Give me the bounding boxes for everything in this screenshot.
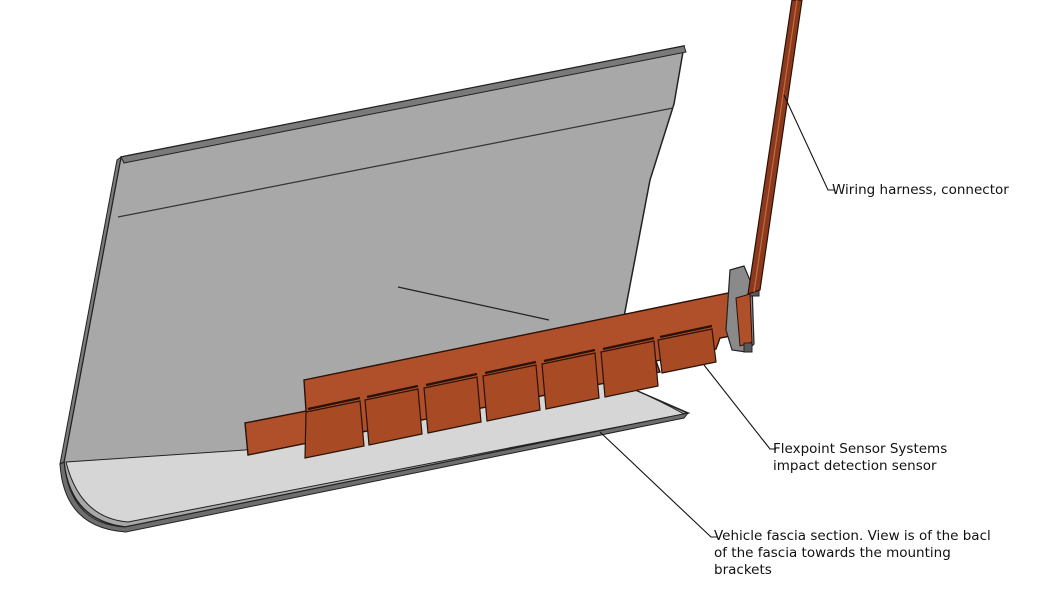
sensor-cell-gaps [307,324,713,411]
sensor-cell-gap [366,384,419,399]
fascia-callout: Vehicle fascia section. View is of the b… [714,528,991,579]
fascia-callout-line: of the fascia towards the mounting [714,545,951,561]
sensor-cell [541,352,600,410]
sensor-cell-gap [425,372,478,387]
fascia-crease-line [117,107,674,218]
fascia-top-rim [120,45,687,164]
connector-tab [743,342,753,353]
sensor-cell-gap [659,324,713,339]
sensor-cell-gap [307,396,361,411]
harness-callout-line: Wiring harness, connector [832,182,1009,198]
sensor-cell-gap [602,336,655,351]
sensor-callout-line: Flexpoint Sensor Systems [773,441,948,457]
sensor-cells [304,328,717,459]
wiring-harness-core [753,0,798,293]
fascia-left-edge [59,155,122,465]
sensor-cell-gap [543,348,596,363]
sensor-cell [600,340,659,398]
sensor-leader-line [703,364,776,450]
leader-lines [599,94,834,538]
fascia-leader-line [599,431,717,538]
fascia-callout-line: brackets [714,562,772,578]
sensor-callout: Flexpoint Sensor Systems impact detectio… [773,441,947,475]
sensor-cell [304,400,365,459]
fascia-mounting-line [397,286,550,321]
sensor-cell-gap [484,360,537,375]
fascia-bottom-edge [59,412,690,533]
connector-face [735,293,753,347]
fascia-callout-line: Vehicle fascia section. View is of the b… [714,528,991,544]
sensor-cell [364,388,423,446]
harness-leader-line [783,94,834,191]
sensor-cell [423,376,482,434]
sensor-callout-line: impact detection sensor [773,458,937,474]
sensor-cell [657,328,717,374]
sensor-cell [482,364,541,422]
harness-callout: Wiring harness, connector [832,182,1009,199]
